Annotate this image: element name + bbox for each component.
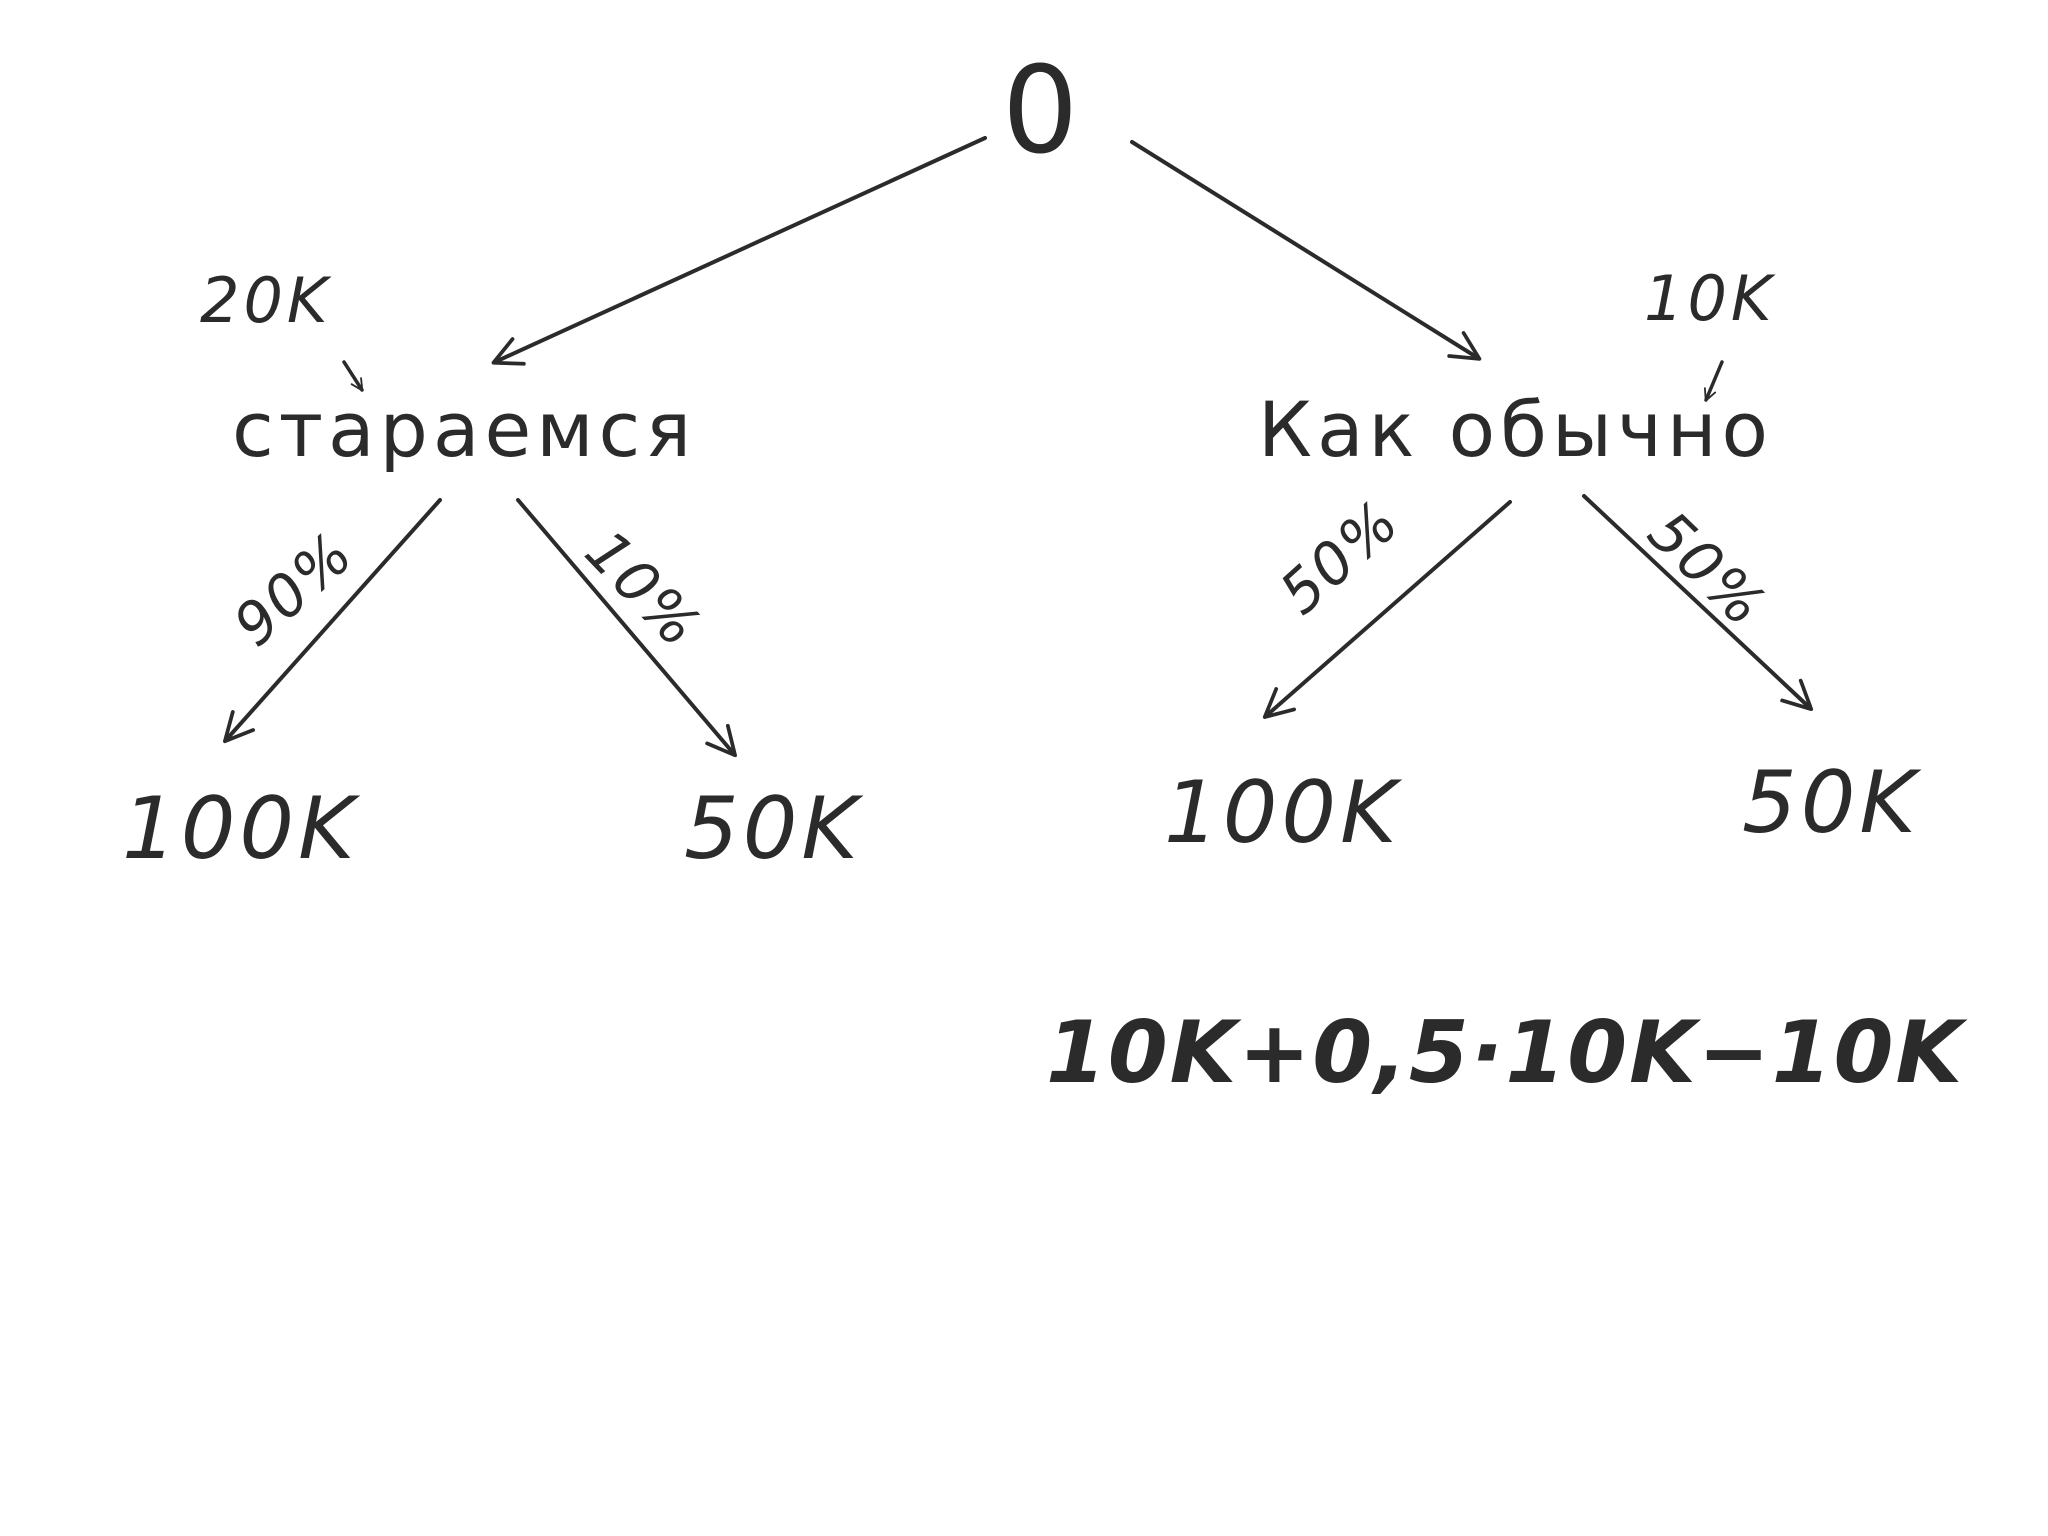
cost-try-label: 20K [200,264,332,337]
cost-pointer-try [342,360,364,392]
outcome-try-good: 100K [122,779,359,879]
outcome-usual-bad: 50K [1742,753,1920,853]
root-node-label: 0 [1002,42,1079,181]
choice-try-label: стараемся [232,385,697,474]
edge-root-to-try [491,136,987,366]
cost-usual-label: 10K [1644,262,1776,335]
edge-try-to-good [222,498,442,744]
edge-usual-to-good [1262,500,1512,719]
expected-value-formula: 10K+0,5·10K−10K [1046,1003,1965,1103]
edge-root-to-usual [1130,140,1482,361]
choice-usual-label: Как обычно [1258,385,1774,474]
cost-pointer-usual [1704,360,1724,402]
outcome-try-bad: 50K [684,779,862,879]
outcome-usual-good: 100K [1164,763,1401,863]
edge-usual-to-bad [1582,494,1814,712]
edge-try-to-bad [516,498,737,758]
